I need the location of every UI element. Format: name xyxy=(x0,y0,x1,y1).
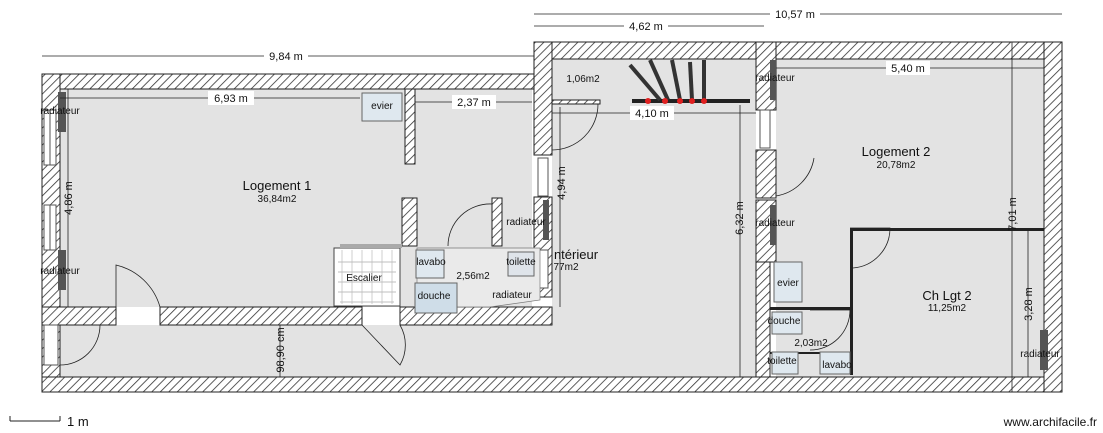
evier-label-2: evier xyxy=(777,278,799,289)
douche-label-1: douche xyxy=(418,291,451,302)
room-interieur-name: ntérieur xyxy=(554,247,599,262)
evier-label-1: evier xyxy=(371,101,393,112)
room-labels: Logement 1 36,84m2 Logement 2 20,78m2 1,… xyxy=(243,74,972,349)
room-logement2-name: Logement 2 xyxy=(862,144,931,159)
dim-chambre-height: 3,28 m xyxy=(1023,287,1035,321)
dim-upper-width: 4,62 m xyxy=(629,21,663,33)
radiateur-label-5: radiateur xyxy=(755,73,795,84)
dimension-labels: 10,57 m 4,62 m 9,84 m 6,93 m 2,37 m 5,40… xyxy=(63,7,1035,373)
dim-interior-height: 4,94 m xyxy=(556,166,568,200)
dim-corridor-height: 98,90 cm xyxy=(275,327,287,372)
stairs-interior xyxy=(628,59,750,104)
escalier-label: Escalier xyxy=(346,273,382,284)
dim-logement1-height: 4,86 m xyxy=(63,181,75,215)
windows xyxy=(43,109,771,366)
doors xyxy=(59,103,891,366)
dim-stair-width: 4,10 m xyxy=(635,108,669,120)
room-small-area: 1,06m2 xyxy=(566,74,600,85)
dim-right-height: 7,01 m xyxy=(1007,197,1019,231)
toilette-label-2: toilette xyxy=(767,356,797,367)
room-logement1-area: 36,84m2 xyxy=(258,194,297,205)
dim-evier-offset: 2,37 m xyxy=(457,97,491,109)
dim-logement1-width: 6,93 m xyxy=(214,93,248,105)
dim-logement2-width: 5,40 m xyxy=(891,63,925,75)
room-logement2-area: 20,78m2 xyxy=(877,160,916,171)
room-interieur-area: 77m2 xyxy=(553,262,578,273)
bathroom xyxy=(361,92,851,375)
dim-mid-height: 6,32 m xyxy=(734,201,746,235)
radiateur-label-7: radiateur xyxy=(1020,349,1060,360)
room-bath-area: 2,56m2 xyxy=(456,271,490,282)
room-chambre-name: Ch Lgt 2 xyxy=(922,288,971,303)
escalier-drawing xyxy=(333,244,402,307)
radiateur-label-2: radiateur xyxy=(40,266,80,277)
radiator-bars xyxy=(58,60,1048,370)
radiateur-label-1: radiateur xyxy=(40,106,80,117)
dim-total-width: 10,57 m xyxy=(775,9,815,21)
dim-left-width: 9,84 m xyxy=(269,51,303,63)
radiateur-label-6: radiateur xyxy=(755,218,795,229)
douche-label-2: douche xyxy=(768,316,801,327)
scale-label: 1 m xyxy=(67,414,89,429)
floors xyxy=(60,59,1044,377)
room-logement1-name: Logement 1 xyxy=(243,178,312,193)
lavabo-label-1: lavabo xyxy=(416,257,446,268)
radiateur-label-4: radiateur xyxy=(492,290,532,301)
room-chambre-area: 11,25m2 xyxy=(928,303,967,314)
toilette-label-1: toilette xyxy=(506,257,536,268)
radiateur-label-3: radiateur xyxy=(506,217,546,228)
room-bath2-area: 2,03m2 xyxy=(794,338,828,349)
scale-bar: 1 m xyxy=(9,414,89,429)
fixture-labels: radiateur radiateur radiateur radiateur … xyxy=(40,73,1060,371)
lavabo-label-2: lavabo xyxy=(822,360,852,371)
watermark: www.archifacile.fr xyxy=(1003,415,1097,429)
